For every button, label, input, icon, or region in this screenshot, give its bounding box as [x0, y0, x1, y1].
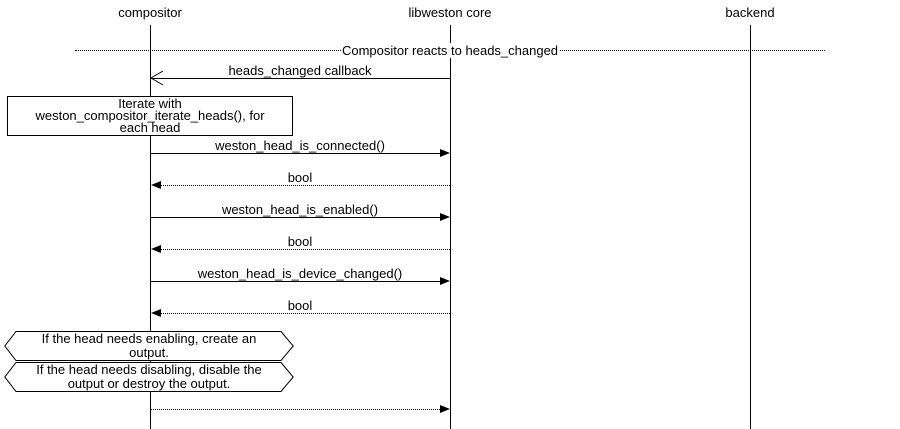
- message-label-weston-head-is-enabled: weston_head_is_enabled(): [221, 202, 379, 217]
- message-label-weston-head-is-device-changed: weston_head_is_device_changed(): [197, 266, 403, 281]
- message-label-bool: bool: [287, 170, 313, 185]
- divider-label: Compositor reacts to heads_changed: [150, 43, 750, 58]
- filled-arrowhead-right-icon: [440, 405, 450, 413]
- message-line: [160, 249, 450, 250]
- message-label-weston-head-is-connected: weston_head_is_connected(): [215, 138, 385, 153]
- note-iterate-heads: Iterate with weston_compositor_iterate_h…: [7, 96, 293, 136]
- hnote-enabling: If the head needs enabling, create an ou…: [4, 332, 294, 360]
- participant-label-backend: backend: [725, 5, 775, 20]
- message-label-heads-changed-callback: heads_changed callback: [228, 63, 372, 78]
- participant-label-compositor: compositor: [118, 5, 182, 20]
- note-line: weston_compositor_iterate_heads(), for: [35, 108, 265, 123]
- hnote-enabling-shape: [4, 331, 294, 361]
- message-line: [151, 153, 441, 154]
- filled-arrowhead-left-icon: [151, 245, 161, 253]
- hnote-line: output.: [129, 345, 169, 360]
- hnote-line: output or destroy the output.: [67, 376, 231, 391]
- note-line: Iterate with: [118, 96, 182, 111]
- message-label-bool: bool: [287, 234, 313, 249]
- hnote-line: If the head needs disabling, disable the: [36, 362, 262, 377]
- message-line: [151, 78, 450, 79]
- filled-arrowhead-right-icon: [440, 213, 450, 221]
- message-line: [151, 409, 440, 410]
- message-label-bool: bool: [287, 298, 313, 313]
- message-line: [151, 217, 441, 218]
- lifeline-backend: [750, 25, 751, 429]
- filled-arrowhead-right-icon: [440, 277, 450, 285]
- filled-arrowhead-left-icon: [151, 181, 161, 189]
- message-line: [151, 281, 441, 282]
- note-line: each head: [119, 120, 181, 135]
- message-line: [160, 185, 450, 186]
- hnote-disabling: If the head needs disabling, disable the…: [4, 363, 294, 391]
- lifeline-compositor: [150, 25, 151, 429]
- filled-arrowhead-left-icon: [151, 309, 161, 317]
- participant-label-libweston-core: libweston core: [408, 5, 492, 20]
- hnote-line: If the head needs enabling, create an: [41, 331, 257, 346]
- filled-arrowhead-right-icon: [440, 149, 450, 157]
- message-line: [160, 313, 450, 314]
- lifeline-libweston-core: [450, 25, 451, 429]
- divider-label-text: Compositor reacts to heads_changed: [340, 43, 560, 58]
- open-arrowhead-left-icon: [150, 70, 164, 86]
- hnote-disabling-shape: [4, 362, 294, 392]
